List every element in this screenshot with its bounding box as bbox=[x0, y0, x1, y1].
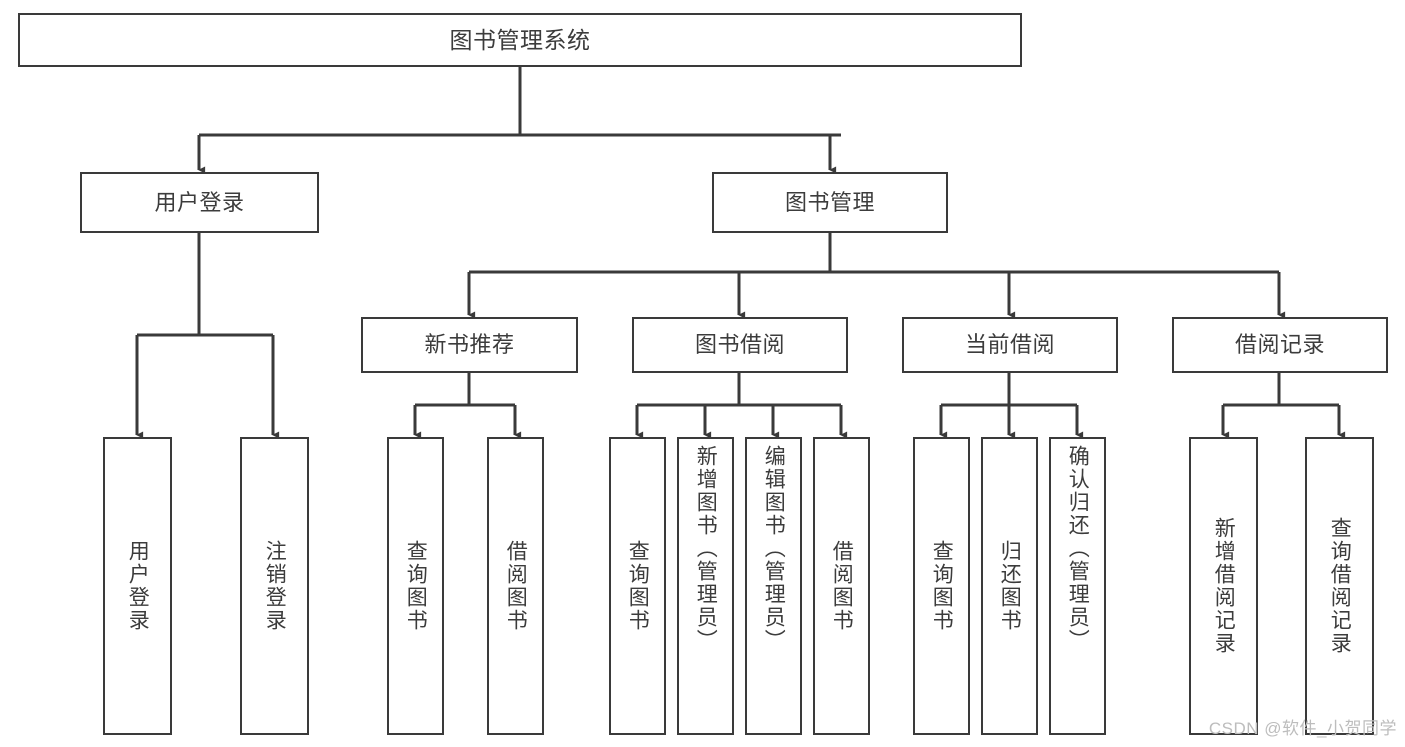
leaf-book-borrow-edit-label: 编辑图书（管理员） bbox=[762, 445, 786, 652]
node-book-borrow[interactable]: 图书借阅 bbox=[632, 317, 848, 373]
node-user-login[interactable]: 用户登录 bbox=[80, 172, 319, 233]
node-new-book-recommend[interactable]: 新书推荐 bbox=[361, 317, 578, 373]
leaf-current-borrow-query[interactable]: 查询图书 bbox=[913, 437, 970, 735]
node-user-login-label: 用户登录 bbox=[154, 189, 245, 215]
node-book-borrow-label: 图书借阅 bbox=[694, 332, 785, 358]
leaf-borrow-record-query-label: 查询借阅记录 bbox=[1328, 517, 1352, 655]
leaf-current-borrow-confirm[interactable]: 确认归还（管理员） bbox=[1049, 437, 1106, 735]
node-current-borrow[interactable]: 当前借阅 bbox=[902, 317, 1118, 373]
node-borrow-record[interactable]: 借阅记录 bbox=[1172, 317, 1388, 373]
leaf-user-login-signout-label: 注销登录 bbox=[263, 540, 287, 632]
leaf-user-login-signin-label: 用户登录 bbox=[126, 540, 150, 632]
node-root-system[interactable]: 图书管理系统 bbox=[18, 13, 1022, 67]
leaf-new-book-query[interactable]: 查询图书 bbox=[387, 437, 444, 735]
leaf-book-borrow-add-label: 新增图书（管理员） bbox=[694, 445, 718, 652]
node-current-borrow-label: 当前借阅 bbox=[964, 332, 1055, 358]
leaf-user-login-signout[interactable]: 注销登录 bbox=[240, 437, 309, 735]
leaf-book-borrow-add[interactable]: 新增图书（管理员） bbox=[677, 437, 734, 735]
leaf-borrow-record-add[interactable]: 新增借阅记录 bbox=[1189, 437, 1258, 735]
node-book-management[interactable]: 图书管理 bbox=[712, 172, 948, 233]
leaf-book-borrow-edit[interactable]: 编辑图书（管理员） bbox=[745, 437, 802, 735]
leaf-current-borrow-query-label: 查询图书 bbox=[930, 540, 954, 632]
leaf-book-borrow-query[interactable]: 查询图书 bbox=[609, 437, 666, 735]
leaf-current-borrow-return[interactable]: 归还图书 bbox=[981, 437, 1038, 735]
leaf-book-borrow-lend[interactable]: 借阅图书 bbox=[813, 437, 870, 735]
leaf-user-login-signin[interactable]: 用户登录 bbox=[103, 437, 172, 735]
leaf-book-borrow-query-label: 查询图书 bbox=[626, 540, 650, 632]
csdn-watermark: CSDN @软件_小贺同学 bbox=[1208, 719, 1397, 738]
leaf-book-borrow-lend-label: 借阅图书 bbox=[830, 540, 854, 632]
node-borrow-record-label: 借阅记录 bbox=[1234, 332, 1325, 358]
leaf-new-book-query-label: 查询图书 bbox=[404, 540, 428, 632]
node-new-book-recommend-label: 新书推荐 bbox=[424, 332, 515, 358]
node-book-management-label: 图书管理 bbox=[784, 189, 875, 215]
leaf-current-borrow-return-label: 归还图书 bbox=[998, 540, 1022, 632]
leaf-new-book-borrow[interactable]: 借阅图书 bbox=[487, 437, 544, 735]
leaf-new-book-borrow-label: 借阅图书 bbox=[504, 540, 528, 632]
leaf-current-borrow-confirm-label: 确认归还（管理员） bbox=[1066, 445, 1090, 652]
node-root-system-label: 图书管理系统 bbox=[449, 26, 591, 53]
leaf-borrow-record-query[interactable]: 查询借阅记录 bbox=[1305, 437, 1374, 735]
leaf-borrow-record-add-label: 新增借阅记录 bbox=[1212, 517, 1236, 655]
